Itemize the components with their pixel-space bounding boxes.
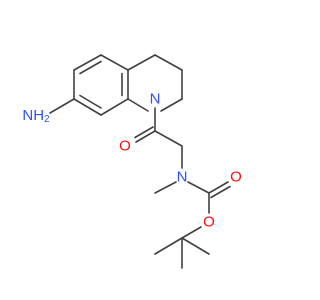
- bond: [135, 130, 156, 143]
- bond: [154, 130, 183, 147]
- bond: [210, 185, 231, 199]
- bond: [154, 237, 183, 255]
- molecule-diagram: NH2 N O N O O: [22, 54, 242, 269]
- bond: [154, 181, 177, 194]
- tert-butyl-bonds: [154, 226, 210, 269]
- double-bond-inner: [79, 94, 102, 109]
- bond: [181, 226, 202, 239]
- bond: [134, 126, 154, 139]
- nh2-label: NH2: [22, 107, 50, 125]
- carbamate-carbonyl-oxygen-label: O: [230, 169, 242, 186]
- carbamate-nitrogen-label: N: [177, 169, 188, 186]
- bond: [208, 181, 229, 194]
- bond: [73, 54, 102, 71]
- double-bond-inner: [79, 60, 102, 75]
- bond: [127, 98, 149, 112]
- bond: [160, 98, 183, 112]
- bond: [100, 98, 129, 116]
- ring-nitrogen-label: N: [150, 91, 161, 108]
- bond: [73, 98, 102, 116]
- bond: [187, 181, 210, 194]
- bond: [181, 237, 210, 255]
- acyl-chain-bonds: [134, 107, 183, 169]
- carbamate-bonds: [154, 181, 231, 214]
- bond: [127, 54, 156, 71]
- bond-to-amine: [49, 98, 75, 114]
- ester-oxygen-label: O: [203, 214, 215, 231]
- bond: [100, 54, 129, 71]
- carbonyl-oxygen-label: O: [119, 138, 131, 155]
- saturated-ring-bonds: [127, 54, 183, 112]
- aromatic-ring-bonds: [73, 54, 129, 116]
- bond: [154, 54, 183, 71]
